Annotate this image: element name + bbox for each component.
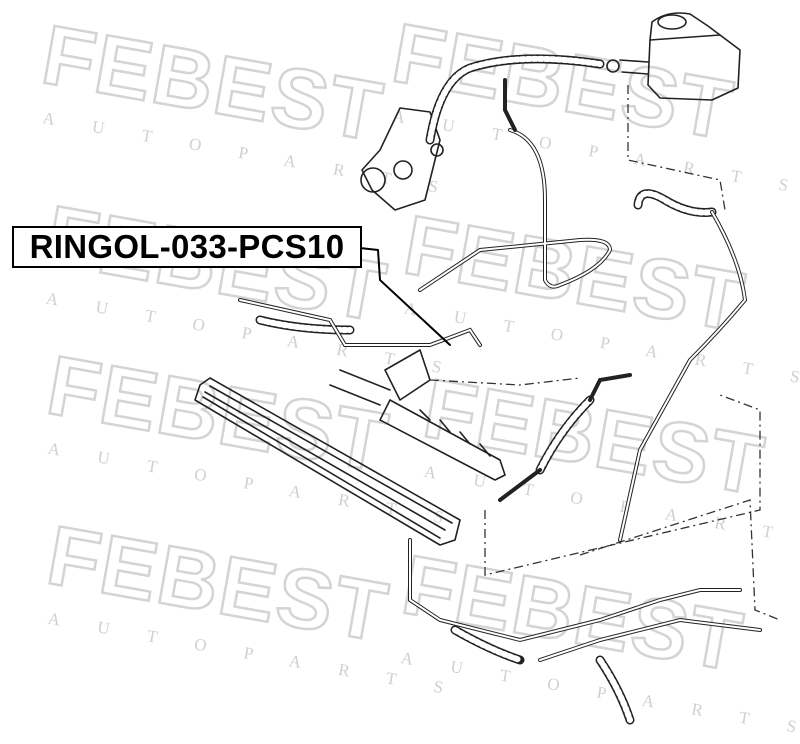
part-number-label: RINGOL-033-PCS10: [12, 226, 362, 268]
label-leader-line: [359, 247, 451, 346]
pipes: [238, 78, 762, 662]
dashed-guides: [429, 85, 781, 621]
reservoir: [606, 12, 741, 101]
watermark-logo: FEBEST: [398, 197, 752, 349]
hoses: [255, 54, 717, 725]
watermark-logo: FEBEST: [36, 7, 390, 159]
watermark-logo: FEBEST: [417, 361, 771, 513]
oil-cooler: [194, 377, 461, 546]
watermark-logo: FEBEST: [386, 5, 740, 157]
pump: [360, 107, 444, 211]
watermark-logo: FEBEST: [41, 508, 395, 660]
